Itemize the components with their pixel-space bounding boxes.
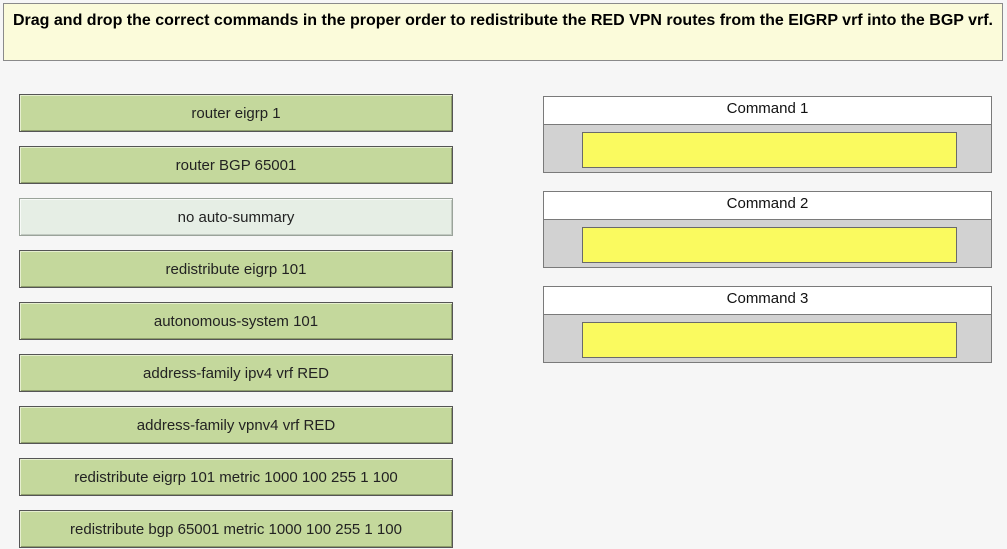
- drop-zone-2[interactable]: [582, 227, 957, 263]
- drop-zone-1[interactable]: [582, 132, 957, 168]
- target-slot-2-label: Command 2: [544, 192, 991, 220]
- target-slot-2: Command 2: [543, 191, 992, 268]
- target-slot-1-label: Command 1: [544, 97, 991, 125]
- command-redistribute-eigrp-101-metric[interactable]: redistribute eigrp 101 metric 1000 100 2…: [19, 458, 453, 496]
- command-autonomous-system-101[interactable]: autonomous-system 101: [19, 302, 453, 340]
- command-address-family-vpnv4-vrf-red[interactable]: address-family vpnv4 vrf RED: [19, 406, 453, 444]
- instruction-text: Drag and drop the correct commands in th…: [3, 3, 1003, 61]
- command-redistribute-bgp-65001-metric[interactable]: redistribute bgp 65001 metric 1000 100 2…: [19, 510, 453, 548]
- target-slot-1: Command 1: [543, 96, 992, 173]
- target-slot-3-label: Command 3: [544, 287, 991, 315]
- command-redistribute-eigrp-101[interactable]: redistribute eigrp 101: [19, 250, 453, 288]
- target-slot-3: Command 3: [543, 286, 992, 363]
- command-no-auto-summary[interactable]: no auto-summary: [19, 198, 453, 236]
- command-address-family-ipv4-vrf-red[interactable]: address-family ipv4 vrf RED: [19, 354, 453, 392]
- command-router-eigrp-1[interactable]: router eigrp 1: [19, 94, 453, 132]
- command-router-bgp-65001[interactable]: router BGP 65001: [19, 146, 453, 184]
- drop-zone-3[interactable]: [582, 322, 957, 358]
